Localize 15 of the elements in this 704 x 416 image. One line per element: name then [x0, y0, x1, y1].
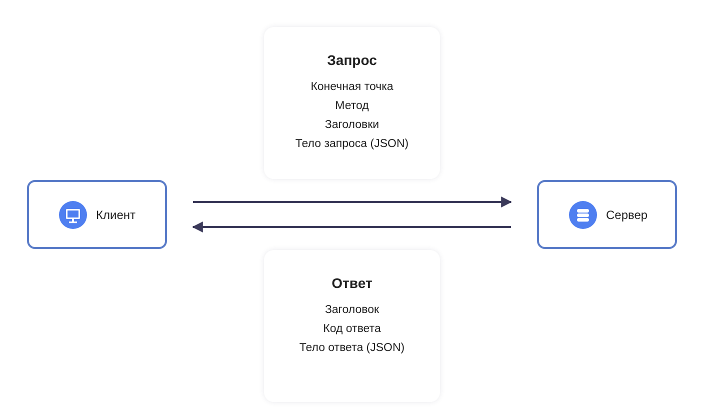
- list-item: Конечная точка: [310, 80, 394, 95]
- node-label: Сервер: [606, 206, 648, 222]
- node-label: Клиент: [96, 206, 136, 222]
- card-title: Ответ: [332, 274, 372, 292]
- server-box: [537, 180, 677, 249]
- list-item: Заголовок: [324, 303, 380, 318]
- list-item: Тело ответа (JSON): [299, 341, 405, 356]
- list-item: Заголовки: [324, 118, 380, 133]
- arrow: [192, 222, 511, 232]
- card-title: Запрос: [327, 51, 377, 69]
- list-item: Тело запроса (JSON): [295, 137, 409, 152]
- list-item: Код ответа: [323, 322, 381, 337]
- list-item: Метод: [335, 99, 369, 114]
- arrow: [193, 196, 512, 208]
- client-box: [27, 180, 167, 249]
